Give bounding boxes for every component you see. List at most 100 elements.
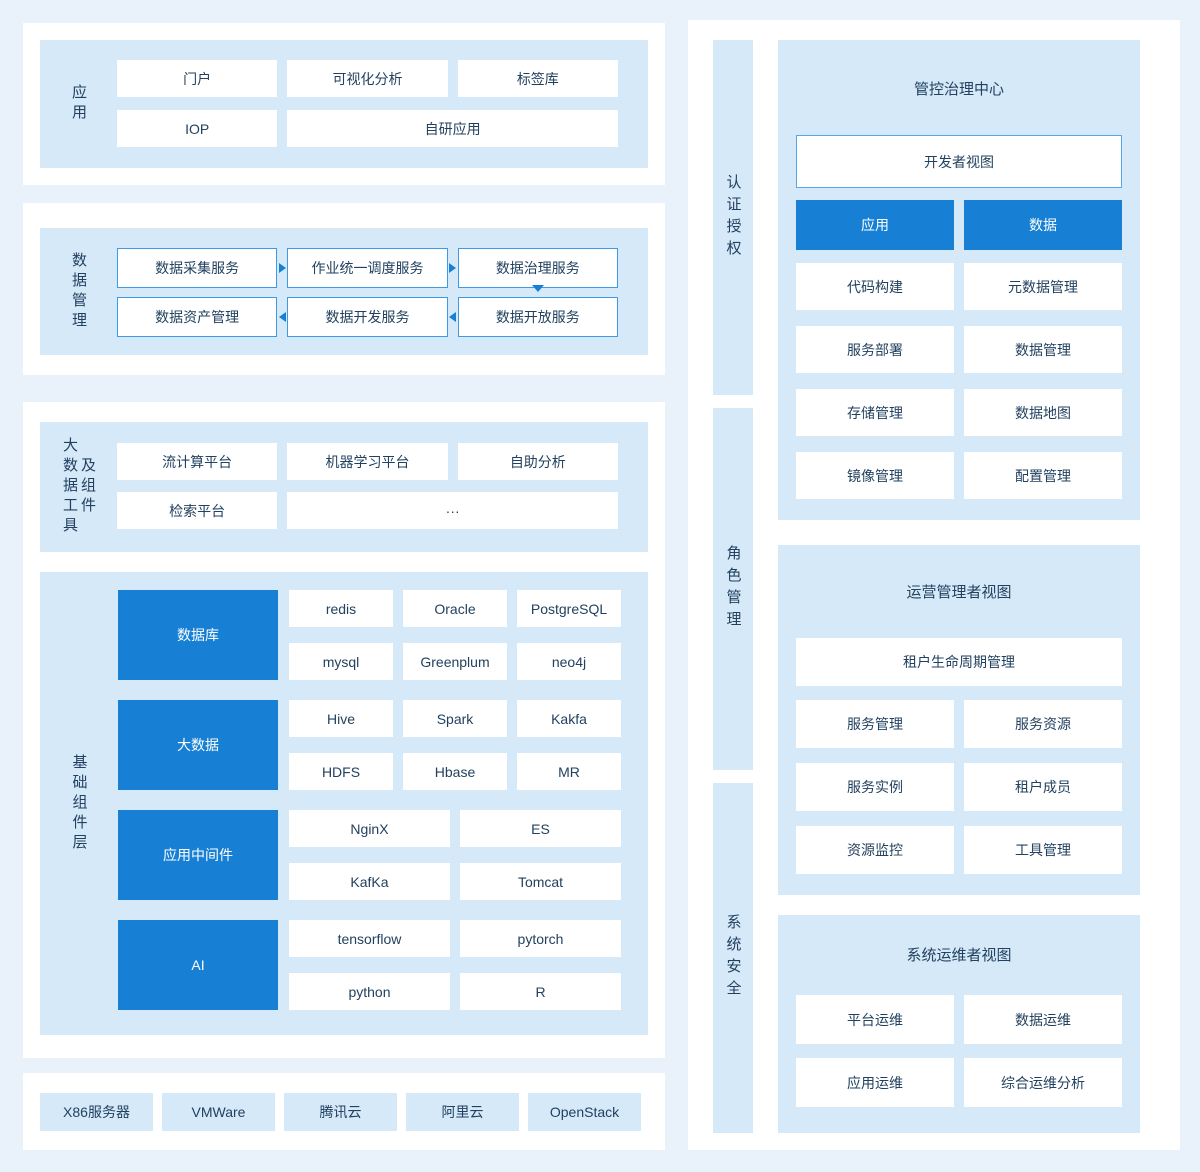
panel-governance-center: 管控治理中心 开发者视图 应用 数据 代码构建 元数据管理 服务部署 数据管理 …: [778, 40, 1140, 520]
diagram-box-tag-library: 标签库: [457, 60, 618, 97]
operations-view-title: 运营管理者视图: [906, 584, 1012, 601]
arrow-slot: [277, 248, 287, 288]
bar-label-system-security: 系统安全: [724, 914, 742, 1002]
section-label-bigdata-tools: 大数据工具 及组件: [61, 437, 96, 537]
governance-row: 代码构建 元数据管理: [796, 263, 1122, 310]
tech-box-es: ES: [460, 810, 621, 847]
group-database: 数据库 redis Oracle PostgreSQL mysql Greenp…: [118, 590, 648, 680]
gov-box-service-deploy: 服务部署: [796, 326, 954, 373]
ops-box-tenant-lifecycle: 租户生命周期管理: [796, 638, 1122, 686]
diagram-box-search-platform: 检索平台: [117, 492, 278, 529]
tech-box-mr: MR: [517, 753, 621, 790]
gov-box-data-map: 数据地图: [964, 389, 1122, 436]
sys-box-integrated-ops-analysis: 综合运维分析: [964, 1058, 1122, 1107]
category-box-database: 数据库: [118, 590, 278, 680]
diagram-box-machine-learning: 机器学习平台: [287, 443, 448, 480]
tech-box-hdfs: HDFS: [289, 753, 393, 790]
tech-box-python: python: [289, 973, 450, 1010]
bigdata-tools-boxes: 流计算平台 机器学习平台 自助分析 检索平台 ···: [117, 422, 618, 552]
infra-box-x86: X86服务器: [40, 1093, 153, 1131]
bigdata-tools-row-2: 检索平台 ···: [117, 492, 618, 529]
application-boxes: 门户 可视化分析 标签库 IOP 自研应用: [117, 40, 618, 168]
gov-box-code-build: 代码构建: [796, 263, 954, 310]
developer-view-box: 开发者视图: [796, 135, 1122, 188]
tech-box-oracle: Oracle: [403, 590, 507, 627]
right-column: 认证授权 角色管理 系统安全 管控治理中心 开发者视图 应用 数据 代码构建 元…: [688, 20, 1180, 1150]
section-infrastructure: X86服务器 VMWare 腾讯云 阿里云 OpenStack: [23, 1073, 665, 1150]
sys-box-app-ops: 应用运维: [796, 1058, 954, 1107]
database-items: redis Oracle PostgreSQL mysql Greenplum …: [289, 590, 621, 680]
base-layer-panel: 基础组件层 数据库 redis Oracle PostgreSQL mysql …: [40, 572, 648, 1035]
middleware-items: NginX ES KafKa Tomcat: [289, 810, 621, 900]
operations-grid: 服务管理 服务资源 服务实例 租户成员 资源监控 工具管理: [796, 700, 1122, 874]
tech-box-kafka: KafKa: [289, 863, 450, 900]
base-layer-groups: 数据库 redis Oracle PostgreSQL mysql Greenp…: [118, 572, 648, 1035]
group-middleware: 应用中间件 NginX ES KafKa Tomcat: [118, 810, 648, 900]
base-layer-label-col: 基础组件层: [40, 572, 118, 1035]
ops-box-service-mgmt: 服务管理: [796, 700, 954, 748]
gov-box-data-mgmt: 数据管理: [964, 326, 1122, 373]
infra-box-vmware: VMWare: [162, 1093, 275, 1131]
tech-box-greenplum: Greenplum: [403, 643, 507, 680]
gov-box-config-mgmt: 配置管理: [964, 452, 1122, 499]
diagram-box-self-service-analysis: 自助分析: [457, 443, 618, 480]
flow-box-data-assets: 数据资产管理: [117, 297, 278, 337]
data-flow-row-1: 数据采集服务 作业统一调度服务 数据治理服务: [117, 248, 618, 288]
flow-box-job-scheduling: 作业统一调度服务: [287, 248, 448, 288]
gov-box-storage-mgmt: 存储管理: [796, 389, 954, 436]
flow-box-data-development: 数据开发服务: [287, 297, 448, 337]
category-box-ai: AI: [118, 920, 278, 1010]
section-application: 应用 门户 可视化分析 标签库 IOP 自研应用: [23, 23, 665, 185]
security-bar-role-management: 角色管理: [713, 408, 753, 770]
arrow-left-icon: [278, 312, 286, 322]
data-management-flow: 数据采集服务 作业统一调度服务 数据治理服务 数据资产管理 数据开发服务 数据开…: [117, 228, 618, 355]
category-box-middleware: 应用中间件: [118, 810, 278, 900]
arrow-slot: [448, 297, 458, 337]
diagram-box-stream-computing: 流计算平台: [117, 443, 278, 480]
infra-box-openstack: OpenStack: [528, 1093, 641, 1131]
gov-box-metadata-mgmt: 元数据管理: [964, 263, 1122, 310]
tech-box-spark: Spark: [403, 700, 507, 737]
arrow-down-icon: [532, 285, 544, 292]
tech-box-tensorflow: tensorflow: [289, 920, 450, 957]
left-column: 应用 门户 可视化分析 标签库 IOP 自研应用: [23, 23, 665, 1150]
application-row-2: IOP 自研应用: [117, 110, 618, 147]
tech-box-tomcat: Tomcat: [460, 863, 621, 900]
group-bigdata: 大数据 Hive Spark Kakfa HDFS Hbase MR: [118, 700, 648, 790]
section-label-base-layer: 基础组件层: [70, 753, 88, 854]
system-ops-grid: 平台运维 数据运维 应用运维 综合运维分析: [796, 995, 1122, 1107]
flow-box-data-open-service: 数据开放服务: [457, 297, 618, 337]
flow-box-data-governance: 数据治理服务: [457, 248, 618, 288]
tech-box-pytorch: pytorch: [460, 920, 621, 957]
operations-row-full: 租户生命周期管理: [796, 638, 1122, 700]
arrow-right-icon: [449, 263, 457, 273]
system-ops-row: 平台运维 数据运维: [796, 995, 1122, 1044]
arrow-slot: [448, 248, 458, 288]
section-label-data-management: 数据管理: [70, 251, 87, 332]
group-ai: AI tensorflow pytorch python R: [118, 920, 648, 1010]
tech-box-hive: Hive: [289, 700, 393, 737]
bar-label-authentication: 认证授权: [724, 173, 742, 262]
tech-box-hbase: Hbase: [403, 753, 507, 790]
tech-box-neo4j: neo4j: [517, 643, 621, 680]
infrastructure-row: X86服务器 VMWare 腾讯云 阿里云 OpenStack: [40, 1093, 641, 1131]
tech-box-r: R: [460, 973, 621, 1010]
bigdata-tools-panel: 大数据工具 及组件 流计算平台 机器学习平台 自助分析 检索平台 ···: [40, 422, 648, 552]
tech-box-nginx: NginX: [289, 810, 450, 847]
section-label-application: 应用: [70, 84, 87, 124]
ops-box-resource-monitoring: 资源监控: [796, 826, 954, 874]
ops-box-service-instances: 服务实例: [796, 763, 954, 811]
diagram-box-visual-analysis: 可视化分析: [287, 60, 448, 97]
governance-row: 镜像管理 配置管理: [796, 452, 1122, 499]
flow-box-data-collection: 数据采集服务: [117, 248, 278, 288]
sys-box-platform-ops: 平台运维: [796, 995, 954, 1044]
arrow-left-icon: [449, 312, 457, 322]
governance-tabs: 应用 数据: [796, 200, 1122, 250]
data-flow-row-2: 数据资产管理 数据开发服务 数据开放服务: [117, 297, 618, 337]
governance-row: 存储管理 数据地图: [796, 389, 1122, 436]
ai-items: tensorflow pytorch python R: [289, 920, 621, 1010]
application-label-col: 应用: [40, 40, 117, 168]
bigdata-items: Hive Spark Kakfa HDFS Hbase MR: [289, 700, 621, 790]
system-ops-view-title: 系统运维者视图: [906, 947, 1012, 964]
governance-grid: 代码构建 元数据管理 服务部署 数据管理 存储管理 数据地图 镜像管理 配置管理: [796, 263, 1122, 499]
